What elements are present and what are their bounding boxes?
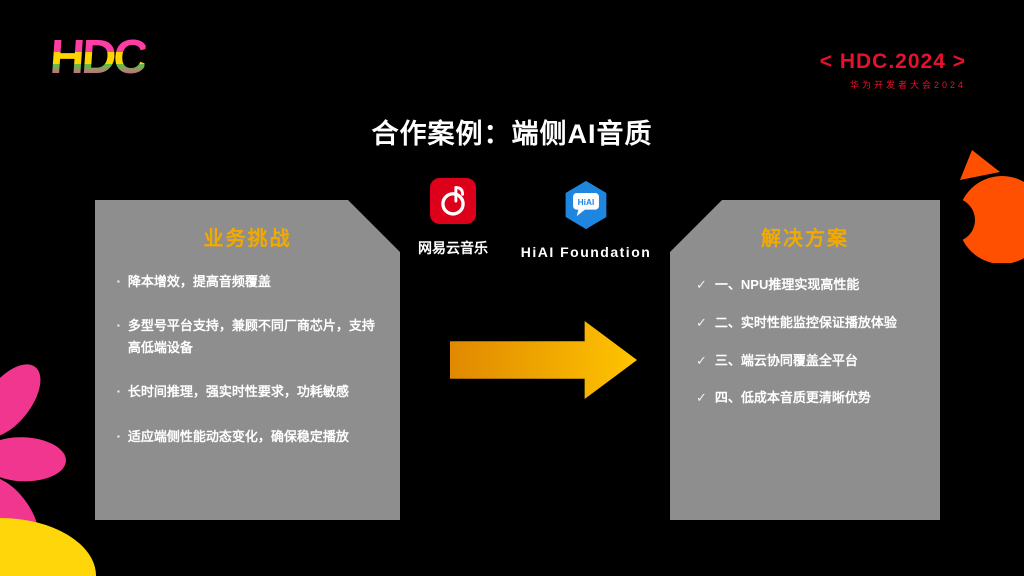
decor-orange-shape — [931, 148, 1024, 264]
challenge-item: ▪ 多型号平台支持，兼顾不同厂商芯片，支持高低端设备 — [117, 315, 380, 358]
challenges-panel: 业务挑战 ▪ 降本增效，提高音频覆盖 ▪ 多型号平台支持，兼顾不同厂商芯片，支持… — [95, 200, 400, 520]
challenge-item: ▪ 适应端侧性能动态变化，确保稳定播放 — [117, 426, 380, 447]
flower-petal — [0, 435, 67, 483]
bullet-icon: ▪ — [117, 431, 120, 441]
solution-item-text: 二、实时性能监控保证播放体验 — [714, 314, 897, 330]
challenges-title: 业务挑战 — [203, 228, 292, 250]
flow-arrow-icon — [450, 321, 637, 399]
partner-netease: 网易云音乐 — [417, 178, 489, 258]
challenge-item: ▪ 降本增效，提高音频覆盖 — [117, 271, 380, 292]
challenge-item-text: 适应端侧性能动态变化，确保稳定播放 — [127, 428, 349, 444]
bullet-icon: ▪ — [117, 321, 120, 331]
event-badge: < HDC.2024 > 华为开发者大会2024 — [820, 50, 966, 91]
solution-item: ✓ 二、实时性能监控保证播放体验 — [696, 313, 926, 334]
hdc-logo: HDC — [48, 31, 147, 84]
bullet-icon: ▪ — [117, 277, 120, 286]
solution-item: ✓ 四、低成本音质更清晰优势 — [696, 388, 926, 409]
bullet-icon: ▪ — [117, 387, 120, 397]
challenge-item: ▪ 长时间推理，强实时性要求，功耗敏感 — [117, 381, 380, 402]
challenge-item-text: 多型号平台支持，兼顾不同厂商芯片，支持高低端设备 — [127, 318, 375, 355]
slide-title: 合作案例：端侧AI音质 — [371, 119, 653, 149]
checkmark-icon: ✓ — [696, 277, 707, 292]
hiai-icon-text: HiAI — [578, 197, 595, 207]
solution-item: ✓ 一、NPU推理实现高性能 — [696, 275, 926, 296]
event-badge-subtitle: 华为开发者大会2024 — [849, 80, 966, 90]
checkmark-icon: ✓ — [696, 390, 707, 406]
challenge-item-text: 长时间推理，强实时性要求，功耗敏感 — [127, 384, 349, 400]
solutions-title: 解决方案 — [761, 228, 849, 250]
solution-item-text: 三、端云协同覆盖全平台 — [714, 352, 858, 368]
solution-item-text: 一、NPU推理实现高性能 — [714, 277, 860, 292]
solution-item: ✓ 三、端云协同覆盖全平台 — [696, 351, 926, 372]
checkmark-icon: ✓ — [696, 314, 707, 330]
partner-hiai: HiAI HiAI Foundation — [520, 180, 652, 260]
challenges-list: ▪ 降本增效，提高音频覆盖 ▪ 多型号平台支持，兼顾不同厂商芯片，支持高低端设备… — [95, 271, 400, 447]
checkmark-icon: ✓ — [696, 352, 707, 368]
event-badge-text: < HDC.2024 > — [819, 50, 966, 73]
partner-netease-label: 网易云音乐 — [418, 240, 488, 256]
solutions-list: ✓ 一、NPU推理实现高性能 ✓ 二、实时性能监控保证播放体验 ✓ 三、端云协同… — [670, 271, 940, 409]
hiai-foundation-icon: HiAI — [565, 180, 607, 230]
solution-item-text: 四、低成本音质更清晰优势 — [714, 390, 871, 406]
solutions-panel: 解决方案 ✓ 一、NPU推理实现高性能 ✓ 二、实时性能监控保证播放体验 ✓ 三… — [670, 200, 940, 520]
netease-cloud-music-icon — [430, 178, 476, 224]
challenge-item-text: 降本增效，提高音频覆盖 — [127, 274, 271, 289]
flower-petal — [0, 353, 53, 449]
partner-hiai-label: HiAI Foundation — [520, 244, 652, 260]
decor-pink-flower — [0, 350, 90, 562]
